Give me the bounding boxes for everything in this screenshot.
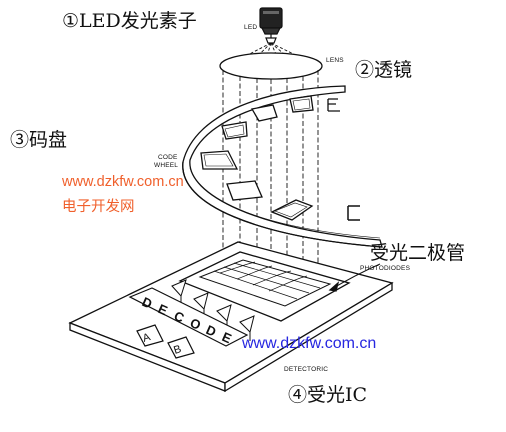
photodiode-small-label: PHOTODIODES <box>360 265 411 272</box>
led-small-label: LED <box>244 24 258 31</box>
code-wheel-title: ③码盘 <box>10 129 68 151</box>
led-title: ①LED发光素子 <box>62 10 197 32</box>
led-emitter <box>259 7 283 44</box>
lens-title: ②透镜 <box>355 59 413 81</box>
lens <box>219 52 323 80</box>
photodiode-title: 受光二极管 <box>370 242 466 264</box>
detector-title: ④受光IC <box>288 384 368 406</box>
watermark-site-name: 电子开发网 <box>62 199 135 215</box>
code-wheel <box>182 85 383 248</box>
code-wheel-small-label-1: CODE <box>158 154 178 161</box>
output-b-label: B <box>172 343 183 357</box>
detector-ic <box>68 241 394 393</box>
lens-small-label: LENS <box>326 57 344 64</box>
watermark-url-bottom: www.dzkfw.com.cn <box>242 335 377 352</box>
code-wheel-small-label-2: WHEEL <box>154 162 179 169</box>
output-a-label: A <box>141 331 152 345</box>
watermark-url-top: www.dzkfw.com.cn <box>62 174 184 190</box>
detector-small-label: DETECTORIC <box>284 366 329 373</box>
